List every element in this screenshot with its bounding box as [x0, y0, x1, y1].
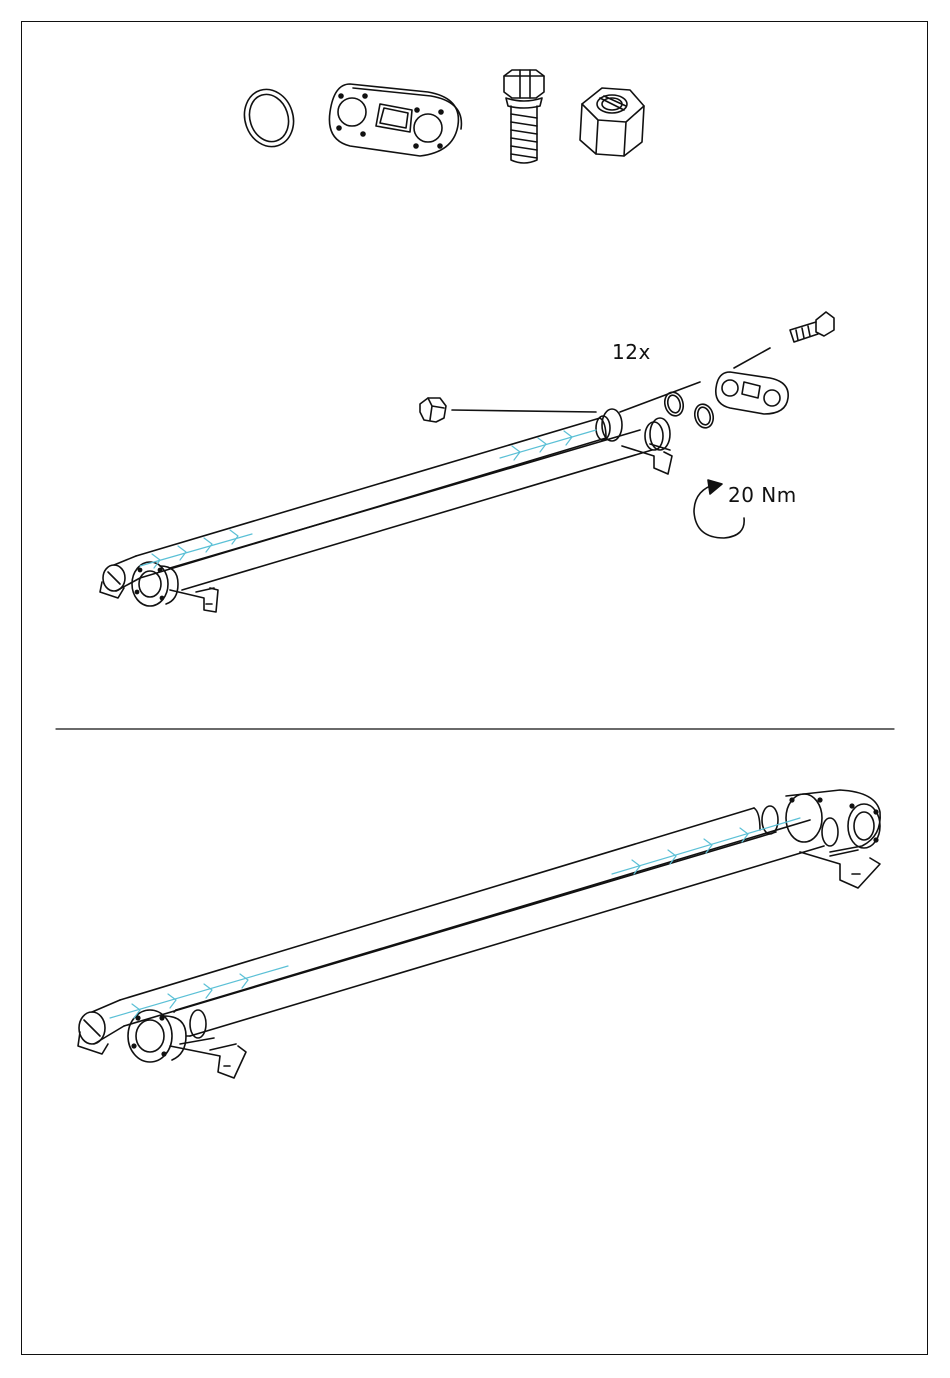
right-bracket: [622, 444, 672, 474]
exploded-assembly: [100, 312, 834, 612]
assembled-right-bracket: [800, 850, 880, 888]
assembled-view: [78, 790, 880, 1078]
left-bracket: [100, 582, 218, 612]
hex-nut-icon: [580, 88, 644, 156]
exploded-gasket: [716, 348, 788, 414]
exploded-o-rings: [662, 390, 716, 430]
flow-arrows: [140, 430, 596, 568]
assembled-lower-pipe: [176, 818, 838, 1038]
assembled-flow-arrows: [110, 818, 800, 1018]
quantity-label: 12x: [612, 340, 651, 364]
assembled-right-flange: [786, 790, 880, 852]
exploded-bolt: [790, 312, 834, 342]
assembled-upper-pipe: [120, 806, 778, 1026]
lower-pipe: [170, 418, 670, 590]
torque-label: 20 Nm: [728, 483, 797, 507]
upper-pipe: [136, 382, 700, 578]
o-ring-icon: [237, 83, 301, 153]
left-end-cap: [103, 556, 178, 606]
nut-detail: [420, 398, 596, 422]
parts-list: [237, 70, 644, 163]
hex-bolt-icon: [504, 70, 544, 163]
gasket-plate-icon: [329, 84, 461, 156]
